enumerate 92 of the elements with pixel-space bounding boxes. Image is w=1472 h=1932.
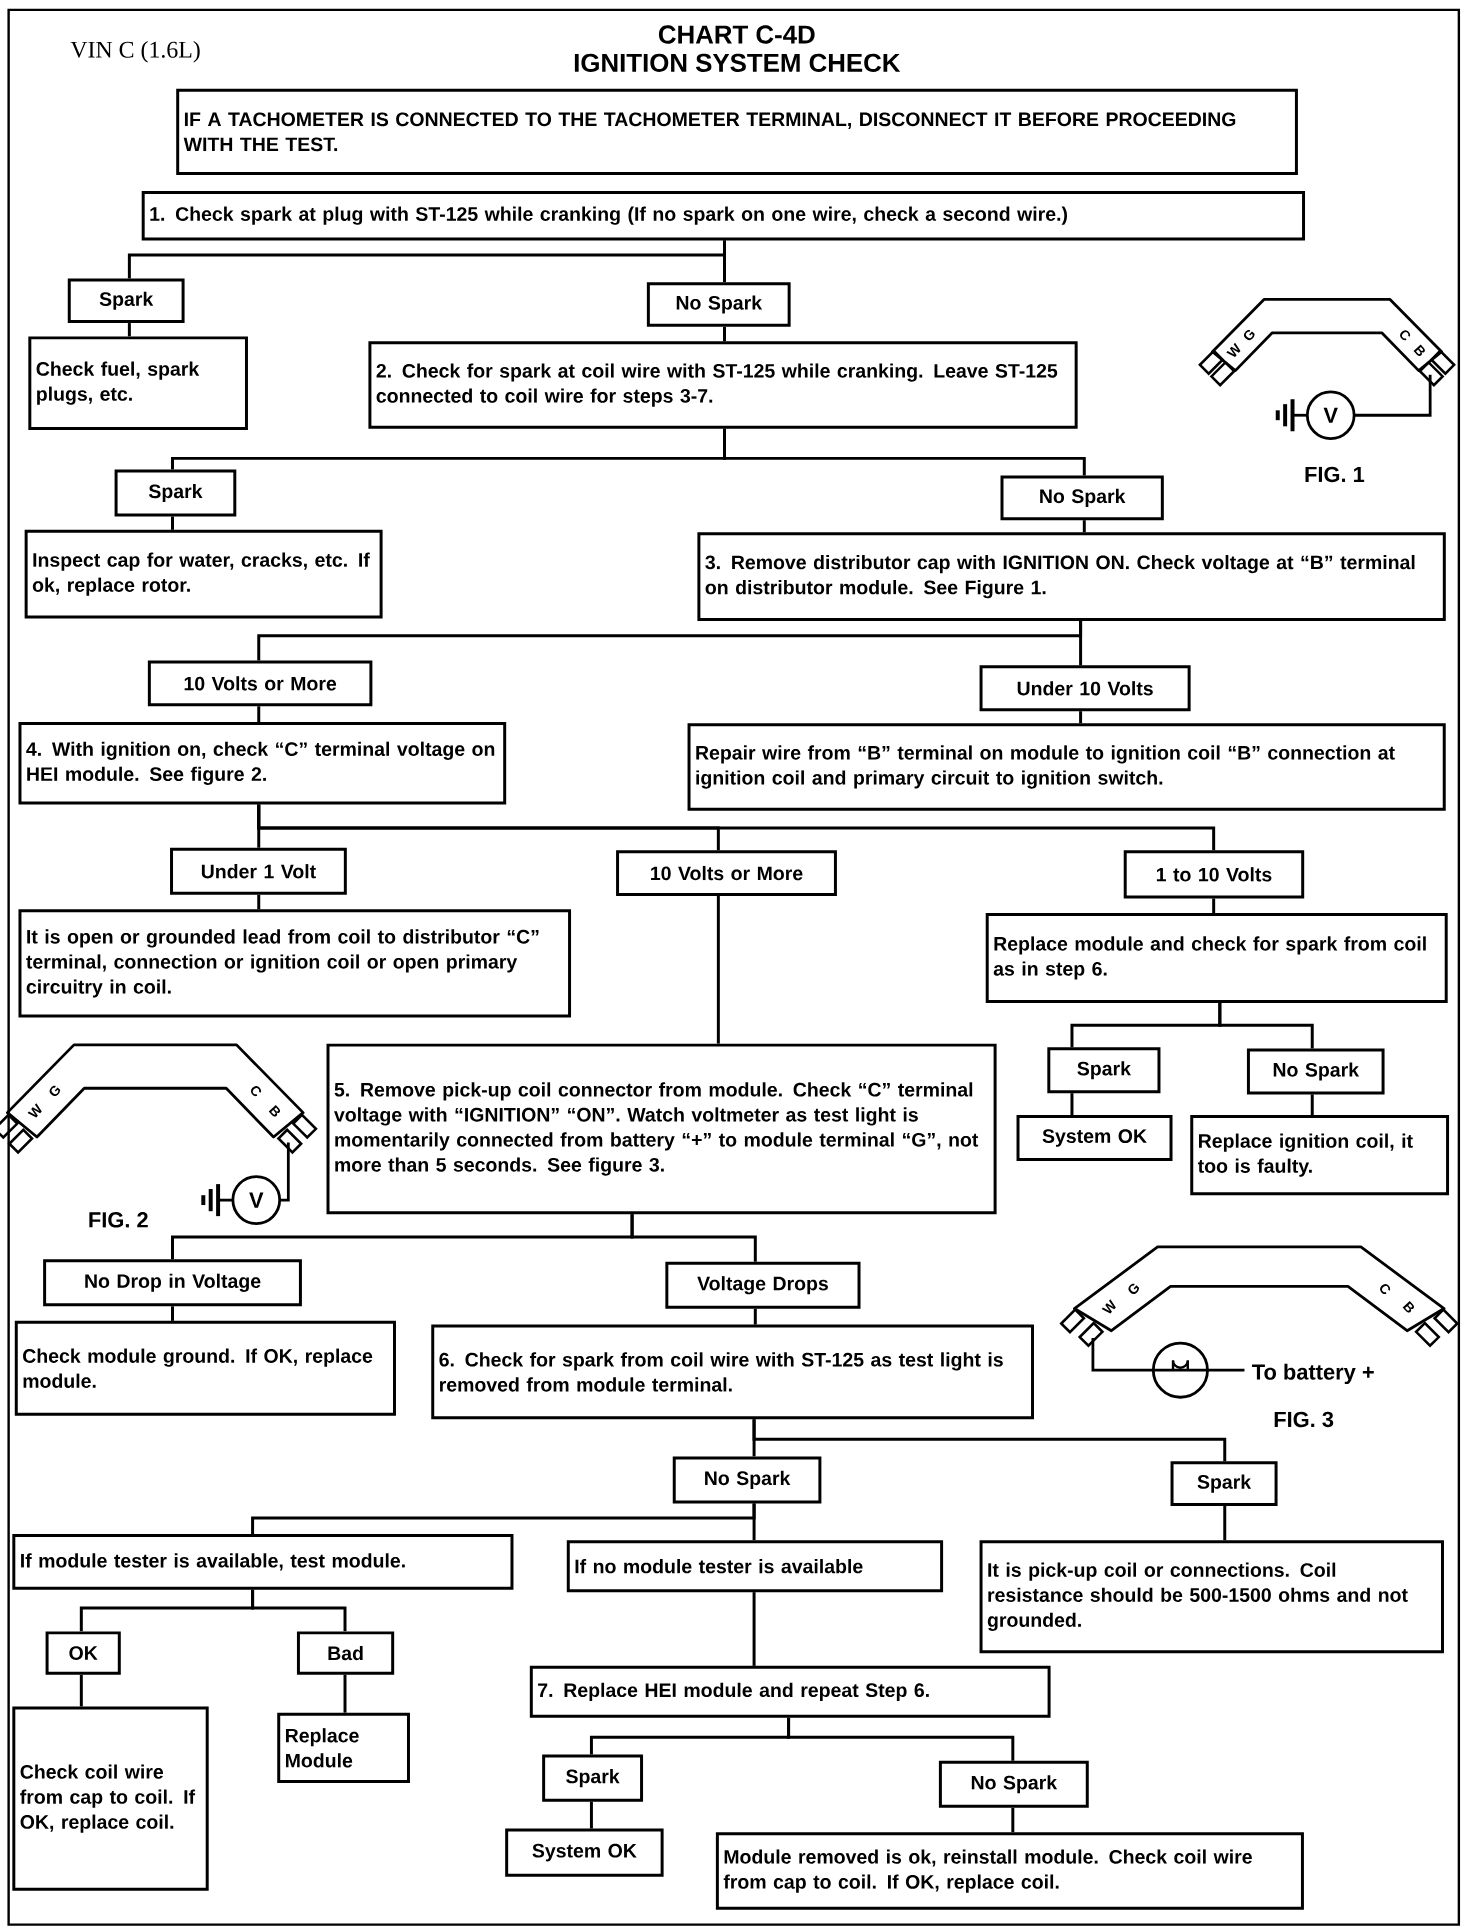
result-box: Spark: [541, 1754, 643, 1802]
connector-line: [127, 323, 131, 337]
result-box: No Spark: [1246, 1048, 1385, 1095]
action-box: If module tester is available, test module.: [12, 1534, 514, 1590]
connector-line: [722, 428, 1086, 476]
step-box: 4. With ignition on, check “C” terminal voltage on HEI module. See figure 2.: [18, 722, 506, 805]
step-box: 5. Remove pick-up coil connector from module. Check “C” terminal voltage with “IGNITION” “ON”. Watch voltmeter as test light is momentarily connected from battery “+” to module terminal “G”, not more than 5 seconds. See figure 3.: [326, 1043, 997, 1215]
connector-line: [752, 1419, 1227, 1462]
connector-line: [1078, 711, 1082, 724]
figure-label: FIG. 2: [89, 1212, 148, 1228]
action-box: If no module tester is available: [566, 1540, 943, 1593]
result-box: Bad: [296, 1631, 394, 1675]
result-box: Spark: [114, 469, 237, 517]
terminal-letter: W: [1226, 342, 1241, 357]
action-box: It is pick-up coil or connections. Coil resistance should be 500-1500 ohms and not grounded.: [979, 1540, 1444, 1654]
connector-line: [1070, 1093, 1074, 1116]
step-box: 1. Check spark at plug with ST-125 while cranking (If no spark on one wire, check a second wire.): [141, 191, 1305, 241]
connector-line: [1211, 898, 1215, 914]
connector-line: [753, 1308, 757, 1325]
warning-box: IF A TACHOMETER IS CONNECTED TO THE TACHOMETER TERMINAL, DISCONNECT IT BEFORE PROCEEDING WITH THE TEST.: [176, 88, 1298, 175]
connector-line: [257, 894, 261, 910]
terminal-letter: B: [1413, 344, 1425, 357]
action-box: Check fuel, spark plugs, etc.: [28, 336, 248, 430]
step-box: 3. Remove distributor cap with IGNITION ON. Check voltage at “B” terminal on distributor module. See Figure 1.: [697, 532, 1446, 621]
result-box: Under 1 Volt: [169, 847, 347, 895]
connector-line: [786, 1717, 1015, 1761]
terminal-letter: C: [1399, 330, 1410, 341]
chart-number: CHART C-4D: [658, 25, 815, 44]
connector-line: [257, 706, 261, 723]
terminal-letter: W: [27, 1103, 42, 1118]
connector-line: [1078, 620, 1082, 666]
terminal-letter: B: [268, 1105, 280, 1117]
step-box: 7. Replace HEI module and repeat Step 6.: [529, 1665, 1051, 1718]
title: IGNITION SYSTEM CHECK: [574, 53, 900, 72]
result-box: Voltage Drops: [665, 1261, 861, 1309]
connector-line: [589, 1801, 593, 1829]
action-box: It is open or grounded lead from coil to distributor “C” terminal, connection or ignition coil or open primary circuitry in coil.: [18, 909, 571, 1018]
connector-line: [257, 804, 1215, 851]
result-box: Spark: [67, 278, 185, 324]
action-box: Check coil wire from cap to coil. If OK, replace coil.: [12, 1706, 209, 1891]
action-box: Replace ignition coil, it too is faulty.: [1190, 1115, 1449, 1196]
result-box: System OK: [505, 1828, 664, 1877]
connector-line: [752, 1503, 756, 1541]
terminal-letter: C: [1379, 1283, 1390, 1295]
connector-line: [1011, 1807, 1015, 1833]
action-box: Check module ground. If OK, replace module.: [14, 1320, 396, 1416]
result-box: No Drop in Voltage: [42, 1259, 302, 1307]
action-box: Inspect cap for water, cracks, etc. If ok, replace rotor.: [24, 529, 383, 619]
action-box: Repair wire from “B” terminal on module to ignition coil “B” connection at ignition coil and primary circuit to ignition switch.: [687, 723, 1446, 811]
connector-line: [1082, 520, 1086, 533]
step-box: 6. Check for spark from coil wire with ST-125 as test light is removed from module terminal.: [431, 1324, 1034, 1420]
connector-line: [752, 1592, 756, 1666]
figure-label: FIG. 3: [1274, 1411, 1333, 1428]
action-box: Replace module and check for spark from coil as in step 6.: [985, 913, 1448, 1003]
result-box: No Spark: [646, 282, 791, 327]
connector-line: [1310, 1094, 1314, 1116]
meter-letter: V: [248, 1192, 264, 1208]
connector-line: [79, 1674, 83, 1707]
result-box: 10 Volts or More: [615, 850, 837, 896]
connector-line: [716, 896, 720, 1044]
connector-line: [250, 1589, 347, 1632]
vin-label: VIN C (1.6L): [70, 40, 200, 63]
meter-letter: V: [1323, 407, 1338, 423]
result-box: No Spark: [938, 1760, 1089, 1808]
result-box: Spark: [1047, 1047, 1161, 1094]
action-box: Module removed is ok, reinstall module. Check coil wire from cap to coil. If OK, replace coil.: [715, 1832, 1304, 1910]
terminal-letter: G: [1243, 329, 1255, 341]
terminal-letter: C: [250, 1086, 261, 1097]
figure-label: FIG. 1: [1305, 466, 1364, 483]
result-box: No Spark: [672, 1456, 822, 1504]
connector-line: [722, 326, 726, 342]
terminal-letter: G: [49, 1085, 60, 1097]
connector-line: [722, 240, 726, 283]
result-box: Spark: [1170, 1461, 1278, 1506]
terminal-letter: W: [1101, 1299, 1116, 1314]
connector-line: [630, 1214, 757, 1262]
result-box: System OK: [1016, 1115, 1173, 1161]
connector-line: [1223, 1505, 1227, 1541]
terminal-letter: B: [1402, 1301, 1414, 1313]
connector-line: [170, 1306, 174, 1321]
result-box: No Spark: [1000, 475, 1164, 521]
result-box: OK: [45, 1631, 121, 1675]
step-box: 2. Check for spark at coil wire with ST-125 while cranking. Leave ST-125 connected to coil wire for steps 3-7.: [368, 341, 1078, 429]
wire-label: To battery +: [1251, 1363, 1374, 1385]
connector-line: [343, 1674, 347, 1713]
result-box: 10 Volts or More: [147, 660, 373, 707]
result-box: 1 to 10 Volts: [1123, 850, 1304, 899]
result-box: Under 10 Volts: [979, 665, 1191, 712]
action-box: Replace Module: [277, 1712, 410, 1783]
connector-line: [170, 516, 174, 530]
connector-line: [1218, 1002, 1314, 1049]
terminal-letter: G: [1128, 1283, 1139, 1294]
